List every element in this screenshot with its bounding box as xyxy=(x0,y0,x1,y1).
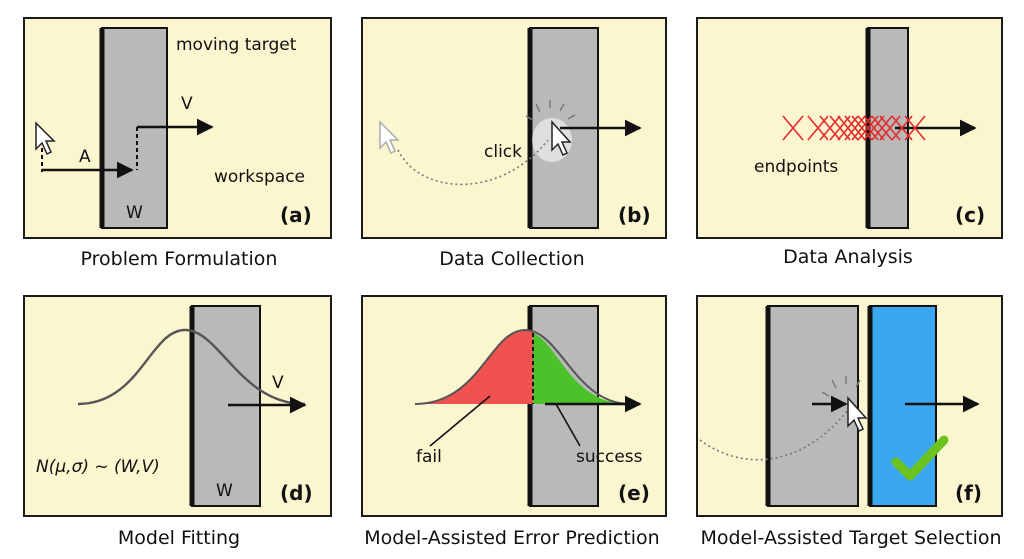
endpoints-label: endpoints xyxy=(754,157,838,177)
panel-f-caption: Model-Assisted Target Selection xyxy=(700,527,1001,549)
gaussian-curve xyxy=(414,328,631,405)
panel-d-caption: Model Fitting xyxy=(118,527,240,549)
cursor-trajectory xyxy=(699,409,849,461)
amplitude-label: A xyxy=(79,147,91,167)
width-label: W xyxy=(126,203,143,223)
panel-e-caption: Model-Assisted Error Prediction xyxy=(364,527,659,549)
fail-region xyxy=(415,330,533,404)
panel-f: (f) xyxy=(696,295,1003,517)
fail-label: fail xyxy=(416,447,442,467)
panel-a-caption: Problem Formulation xyxy=(81,248,278,270)
endpoints-cluster xyxy=(782,115,926,141)
panel-f-letter: (f) xyxy=(955,481,982,505)
panel-b: click (b) xyxy=(361,17,667,239)
velocity-label: V xyxy=(181,94,193,114)
success-region xyxy=(533,333,630,404)
velocity-label: V xyxy=(272,373,284,393)
start-cursor-icon xyxy=(379,120,400,155)
click-burst-icon xyxy=(525,100,576,121)
previous-target-bar xyxy=(767,305,859,507)
selected-target-bar xyxy=(869,305,937,507)
panel-e-letter: (e) xyxy=(618,481,650,505)
model-formula: N(μ,σ) ~ (W,V) xyxy=(36,457,160,477)
panel-d-letter: (d) xyxy=(280,481,313,505)
workspace-label: workspace xyxy=(214,167,305,187)
mouse-cursor-icon xyxy=(847,396,868,433)
panel-c-caption: Data Analysis xyxy=(783,246,913,268)
mouse-cursor-icon xyxy=(35,121,56,156)
panel-c: endpoints (c) xyxy=(696,17,1003,239)
panel-a: moving target V A W workspace (a) xyxy=(23,17,332,239)
click-label: click xyxy=(484,142,522,162)
click-burst-icon xyxy=(821,376,861,397)
panel-b-letter: (b) xyxy=(618,203,651,227)
panel-c-letter: (c) xyxy=(955,203,985,227)
success-pointer xyxy=(555,403,581,447)
fail-pointer xyxy=(429,395,491,447)
success-label: success xyxy=(576,447,643,467)
mouse-cursor-icon xyxy=(551,120,572,157)
gaussian-curve xyxy=(77,328,306,406)
panel-b-caption: Data Collection xyxy=(439,248,584,270)
moving-target-label: moving target xyxy=(176,35,297,55)
panel-e: fail success (e) xyxy=(361,295,667,517)
checkmark-icon xyxy=(891,435,949,481)
panel-d: V W N(μ,σ) ~ (W,V) (d) xyxy=(23,295,332,517)
panel-a-letter: (a) xyxy=(280,203,312,227)
width-label: W xyxy=(216,481,233,501)
